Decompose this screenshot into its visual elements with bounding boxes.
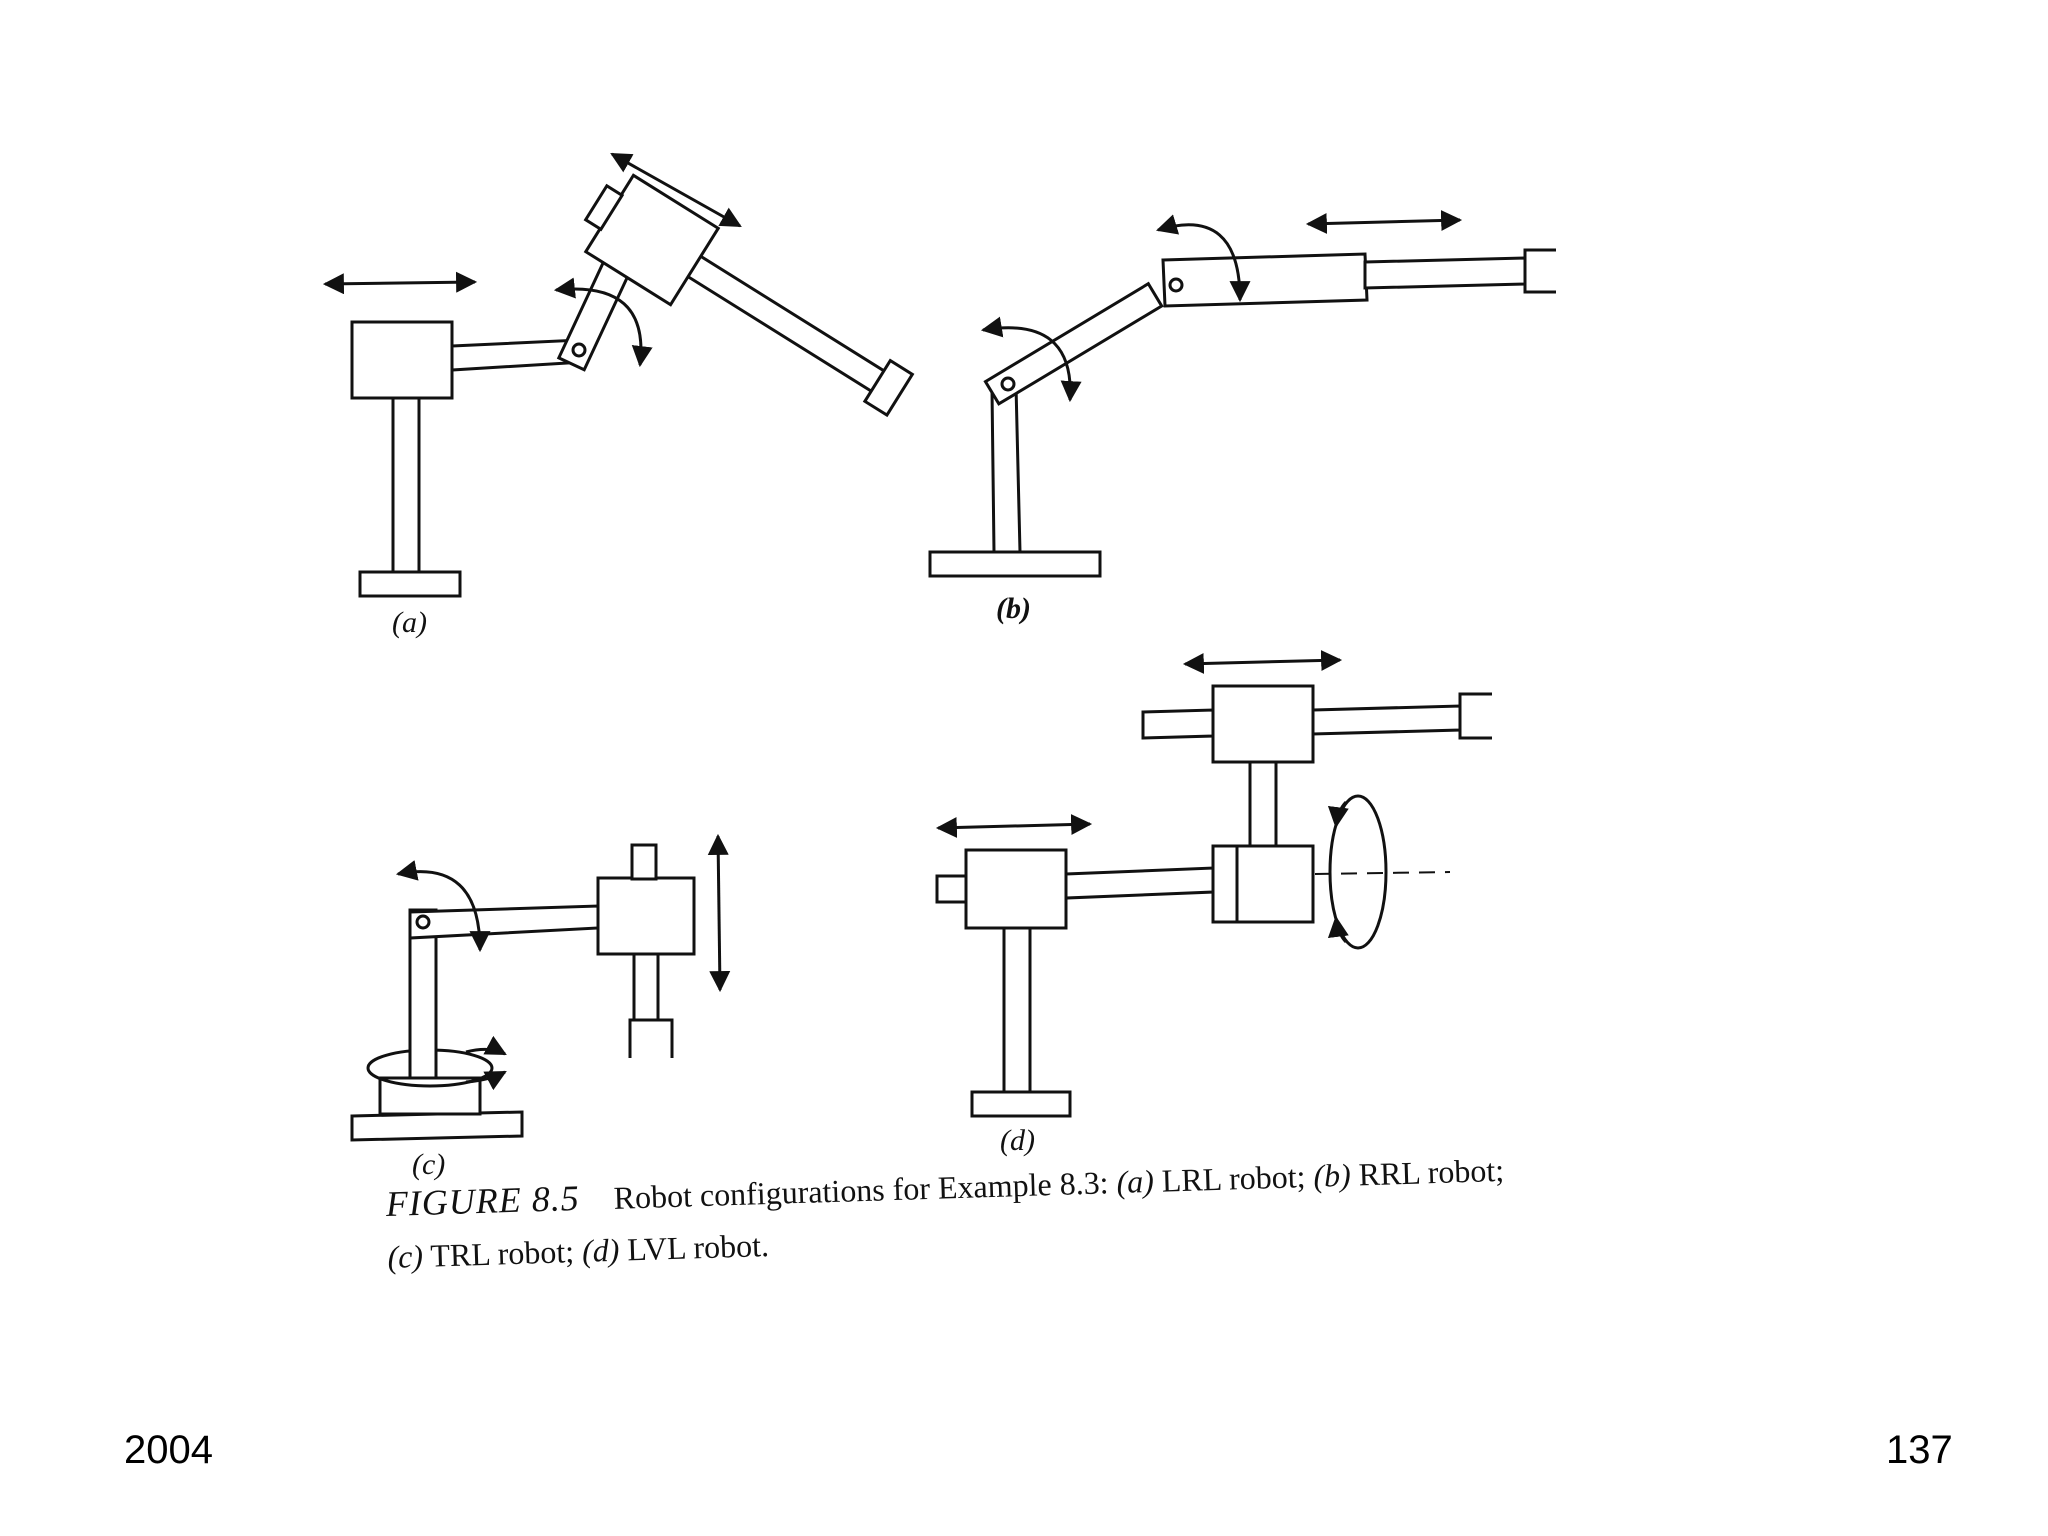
rotation-arrow-bottom bbox=[1327, 915, 1349, 944]
gripper bbox=[628, 1018, 674, 1058]
footer-year: 2004 bbox=[124, 1428, 213, 1472]
base-plate bbox=[928, 550, 1102, 578]
end-effector bbox=[862, 358, 915, 418]
lower-link bbox=[990, 384, 1022, 554]
extension-motion-arrow bbox=[1305, 210, 1463, 234]
rotation-arrow-upper bbox=[1155, 214, 1251, 303]
turntable-rotation-arrow-lower bbox=[465, 1070, 507, 1091]
caption-tag-a: (a) bbox=[1115, 1162, 1155, 1201]
panel-b-rrl-robot: (b) bbox=[928, 210, 1556, 625]
prismatic-arm bbox=[675, 247, 888, 395]
horizontal-arm bbox=[1064, 866, 1215, 900]
linear-joint-block bbox=[596, 876, 696, 956]
rotary-link bbox=[556, 256, 633, 372]
gripper bbox=[1458, 692, 1492, 740]
upper-linear-joint-block bbox=[1211, 684, 1315, 764]
shoulder-rotation-arrow bbox=[395, 860, 491, 953]
base-plate bbox=[358, 570, 462, 598]
caption-tag-b: (b) bbox=[1312, 1156, 1352, 1194]
horizontal-motion-arrow bbox=[322, 271, 478, 295]
panel-a-lrl-robot: (a) bbox=[322, 152, 915, 639]
rear-stub bbox=[935, 874, 969, 904]
caption-text-d: LVL robot. bbox=[618, 1226, 770, 1268]
caption-text-b: RRL robot; bbox=[1350, 1151, 1505, 1193]
rotation-path bbox=[1328, 794, 1388, 950]
vertical-motion-arrow bbox=[707, 833, 731, 993]
rotation-axis-centerline bbox=[1314, 871, 1451, 875]
linear-joint-housing bbox=[1161, 252, 1369, 308]
horizontal-motion-arrow-upper bbox=[1182, 649, 1343, 675]
panel-b-label: (b) bbox=[996, 592, 1031, 625]
base-plate bbox=[350, 1110, 524, 1142]
panel-d-label: (d) bbox=[1000, 1124, 1035, 1157]
horizontal-arm bbox=[408, 904, 600, 940]
turntable-rotation-arrow bbox=[465, 1035, 507, 1056]
revolute-pivot-lower bbox=[1000, 376, 1016, 392]
gripper bbox=[1523, 248, 1556, 294]
caption-tag-d: (d) bbox=[581, 1231, 620, 1269]
upper-stub bbox=[630, 843, 658, 881]
footer-page-number: 137 bbox=[1886, 1428, 1953, 1472]
base-plate bbox=[970, 1090, 1072, 1118]
upper-prismatic-arm bbox=[1311, 704, 1462, 736]
vertical-link bbox=[1248, 760, 1278, 848]
vertical-column bbox=[391, 396, 421, 574]
panel-d-lvl-robot: (d) bbox=[935, 649, 1492, 1157]
caption-tag-c: (c) bbox=[386, 1237, 424, 1275]
rotation-arrow-top bbox=[1327, 800, 1349, 829]
revolute-pivot bbox=[415, 914, 431, 930]
revolute-pivot-upper bbox=[1168, 277, 1184, 293]
panel-c-label: (c) bbox=[412, 1148, 445, 1181]
caption-text-a: LRL robot; bbox=[1153, 1157, 1314, 1199]
horizontal-motion-arrow-lower bbox=[935, 814, 1093, 838]
upper-rear-stub bbox=[1141, 708, 1215, 740]
rotation-arrow bbox=[553, 277, 653, 368]
caption-text: Robot configurations for Example 8.3: bbox=[613, 1164, 1118, 1216]
vertical-column bbox=[1002, 926, 1032, 1094]
extension-motion-arrow bbox=[610, 152, 742, 228]
revolute-pivot bbox=[571, 342, 587, 358]
rotary-joint-block bbox=[1211, 844, 1315, 924]
panel-a-label: (a) bbox=[392, 606, 427, 639]
linear-joint-block bbox=[964, 848, 1068, 930]
panel-c-trl-robot: (c) bbox=[350, 833, 731, 1181]
rotation-arrow-lower bbox=[980, 316, 1082, 403]
prismatic-arm bbox=[1363, 256, 1527, 290]
figure-label: FIGURE 8.5 bbox=[385, 1177, 581, 1224]
linear-joint-block bbox=[350, 320, 454, 400]
caption-text-c: TRL robot; bbox=[422, 1232, 583, 1274]
vertical-prismatic-shaft bbox=[632, 952, 660, 1022]
